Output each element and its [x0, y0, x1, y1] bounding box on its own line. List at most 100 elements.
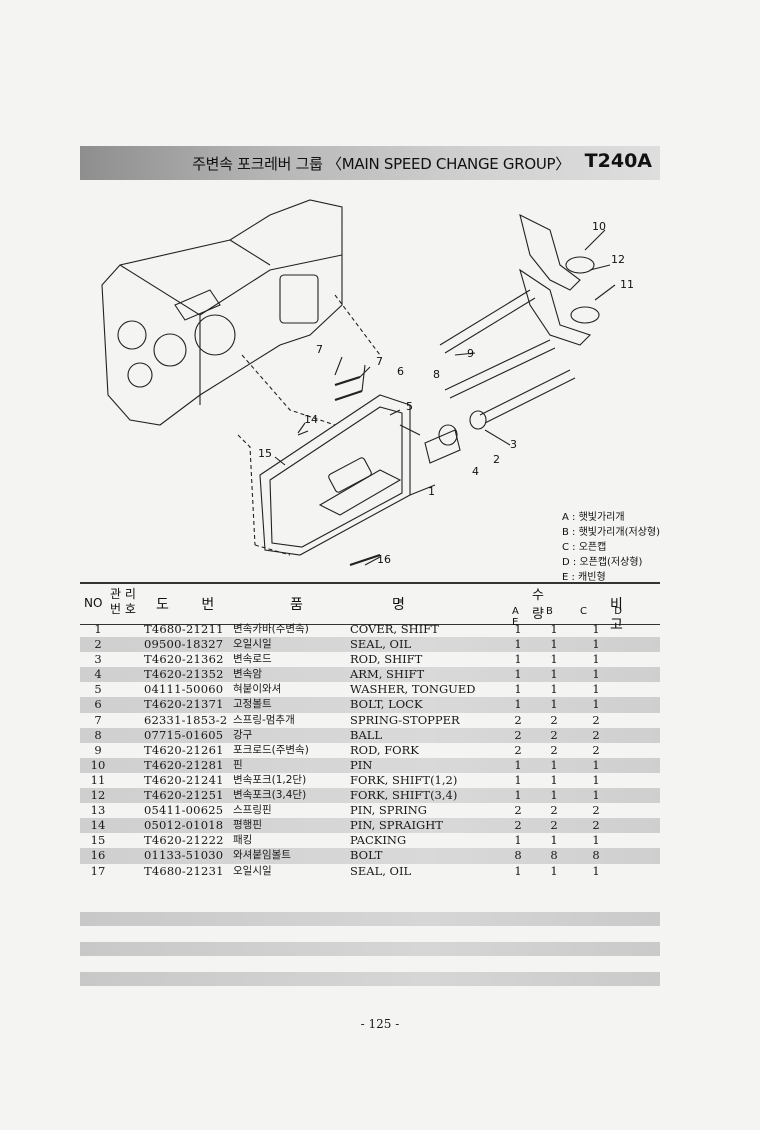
- qty-c-cell: 1: [550, 757, 558, 772]
- diagram-callouts: 10 12 11 9 1 3 2 4 5 6 7 8 7 14 15 16: [258, 220, 634, 566]
- qty-e-cell: 1: [592, 622, 600, 636]
- qty-c-cell: 2: [550, 742, 558, 757]
- drawing-number-cell: 62331-1853-2: [144, 712, 228, 727]
- shift-cover: [259, 394, 411, 556]
- blank-row-band: [80, 912, 660, 926]
- legend-e: E : 캐빈형: [562, 572, 606, 583]
- part-number-cell: 12: [90, 788, 106, 803]
- english-name-cell: ROD, FORK: [350, 742, 419, 757]
- qty-c-cell: 1: [550, 667, 558, 682]
- qty-a-cell: 1: [514, 833, 522, 848]
- drawing-number-cell: 05012-01018: [144, 818, 224, 833]
- english-name-cell: BALL: [350, 727, 383, 742]
- qty-c-cell: 1: [550, 652, 558, 667]
- callout-13: 12: [611, 253, 625, 266]
- english-name-cell: FORK, SHIFT(1,2): [350, 772, 458, 787]
- qty-a-cell: 1: [514, 622, 522, 636]
- model-code: T240A: [584, 150, 652, 172]
- qty-c-cell: 2: [550, 803, 558, 818]
- callout-8: 7: [316, 343, 323, 356]
- qty-c-cell: 1: [550, 697, 558, 712]
- qty-a-cell: 1: [514, 697, 522, 712]
- qty-e-cell: 1: [592, 863, 600, 878]
- korean-name-cell: 변속암: [233, 668, 262, 681]
- drawing-number-cell: T4680-21231: [144, 863, 224, 878]
- korean-name-cell: 와셔붙임볼트: [233, 849, 291, 862]
- blank-row-band: [80, 972, 660, 986]
- qty-e-cell: 2: [592, 803, 600, 818]
- qty-e-cell: 1: [592, 652, 600, 667]
- qty-a-cell: 2: [514, 818, 522, 833]
- korean-name-cell: 변속포크(1,2단): [233, 773, 307, 786]
- qty-c-cell: 1: [550, 833, 558, 848]
- qty-c-cell: 1: [550, 863, 558, 878]
- qty-e-cell: 2: [592, 742, 600, 757]
- qty-a-cell: 2: [514, 727, 522, 742]
- drawing-number-cell: 09500-18327: [144, 637, 224, 652]
- qty-e-cell: 1: [592, 637, 600, 652]
- part-number-cell: 16: [90, 848, 106, 863]
- english-name-cell: SEAL, OIL: [350, 637, 412, 652]
- part-number-cell: 17: [90, 863, 106, 878]
- header-remarks: 비 고: [610, 597, 635, 633]
- exploded-parts-diagram: 10 12 11 9 1 3 2 4 5 6 7 8 7 14 15 16: [80, 195, 660, 585]
- part-number-cell: 8: [94, 727, 102, 742]
- variant-legend: A : 햇빛가리개 B : 햇빛가리개(저상형) C : 오픈캡 D : 오픈캡…: [562, 510, 660, 585]
- page-number: - 125 -: [360, 1017, 400, 1031]
- callout-9: 8: [433, 368, 440, 381]
- table-header: NO 관 리 번 호 도 번 품 명 수 량 A B C D E 비 고: [80, 582, 660, 633]
- english-name-cell: PIN: [350, 757, 373, 772]
- english-name-cell: SEAL, OIL: [350, 863, 412, 878]
- drawing-number-cell: 01133-51030: [144, 848, 224, 863]
- qty-c-cell: 1: [550, 622, 558, 636]
- qty-e-cell: 1: [592, 772, 600, 787]
- legend-b: B : 햇빛가리개(저상형): [562, 527, 660, 538]
- part-number-cell: 3: [94, 652, 102, 667]
- part-number-cell: 10: [90, 757, 106, 772]
- shift-fork-1-2: [519, 213, 581, 291]
- qty-c-cell: 1: [550, 772, 558, 787]
- callout-6: 6: [397, 365, 404, 378]
- drawing-number-cell: T4680-21211: [144, 622, 224, 636]
- callout-1: 1: [428, 485, 435, 498]
- header-name-part1: 품: [290, 597, 303, 613]
- header-name-part2: 명: [392, 597, 405, 613]
- qty-e-cell: 8: [592, 848, 600, 863]
- callout-14: 14: [304, 413, 318, 426]
- housing-outline: [101, 199, 343, 426]
- drawing-number-cell: 07715-01605: [144, 727, 224, 742]
- callout-4: 4: [472, 465, 479, 478]
- part-number-cell: 5: [94, 682, 102, 697]
- qty-c-cell: 2: [550, 712, 558, 727]
- korean-name-cell: 스프링-멈추개: [233, 713, 295, 726]
- part-number-cell: 14: [90, 818, 106, 833]
- qty-a-cell: 1: [514, 652, 522, 667]
- qty-a-cell: 1: [514, 667, 522, 682]
- qty-c-cell: 1: [550, 682, 558, 697]
- qty-a-cell: 1: [514, 772, 522, 787]
- drawing-number-cell: T4620-21281: [144, 757, 224, 772]
- qty-a-cell: 8: [514, 848, 522, 863]
- qty-c-cell: 2: [550, 727, 558, 742]
- part-number-cell: 4: [94, 667, 102, 682]
- qty-a-cell: 1: [514, 637, 522, 652]
- korean-name-cell: 오일시일: [233, 638, 272, 651]
- header-quantity-variants: A B C D E: [512, 606, 634, 628]
- qty-a-cell: 1: [514, 757, 522, 772]
- drawing-number-cell: 05411-00625: [144, 803, 224, 818]
- english-name-cell: WASHER, TONGUED: [350, 682, 476, 697]
- header-mgmt-number: 관 리 번 호: [110, 587, 136, 616]
- callout-15: 15: [258, 447, 272, 460]
